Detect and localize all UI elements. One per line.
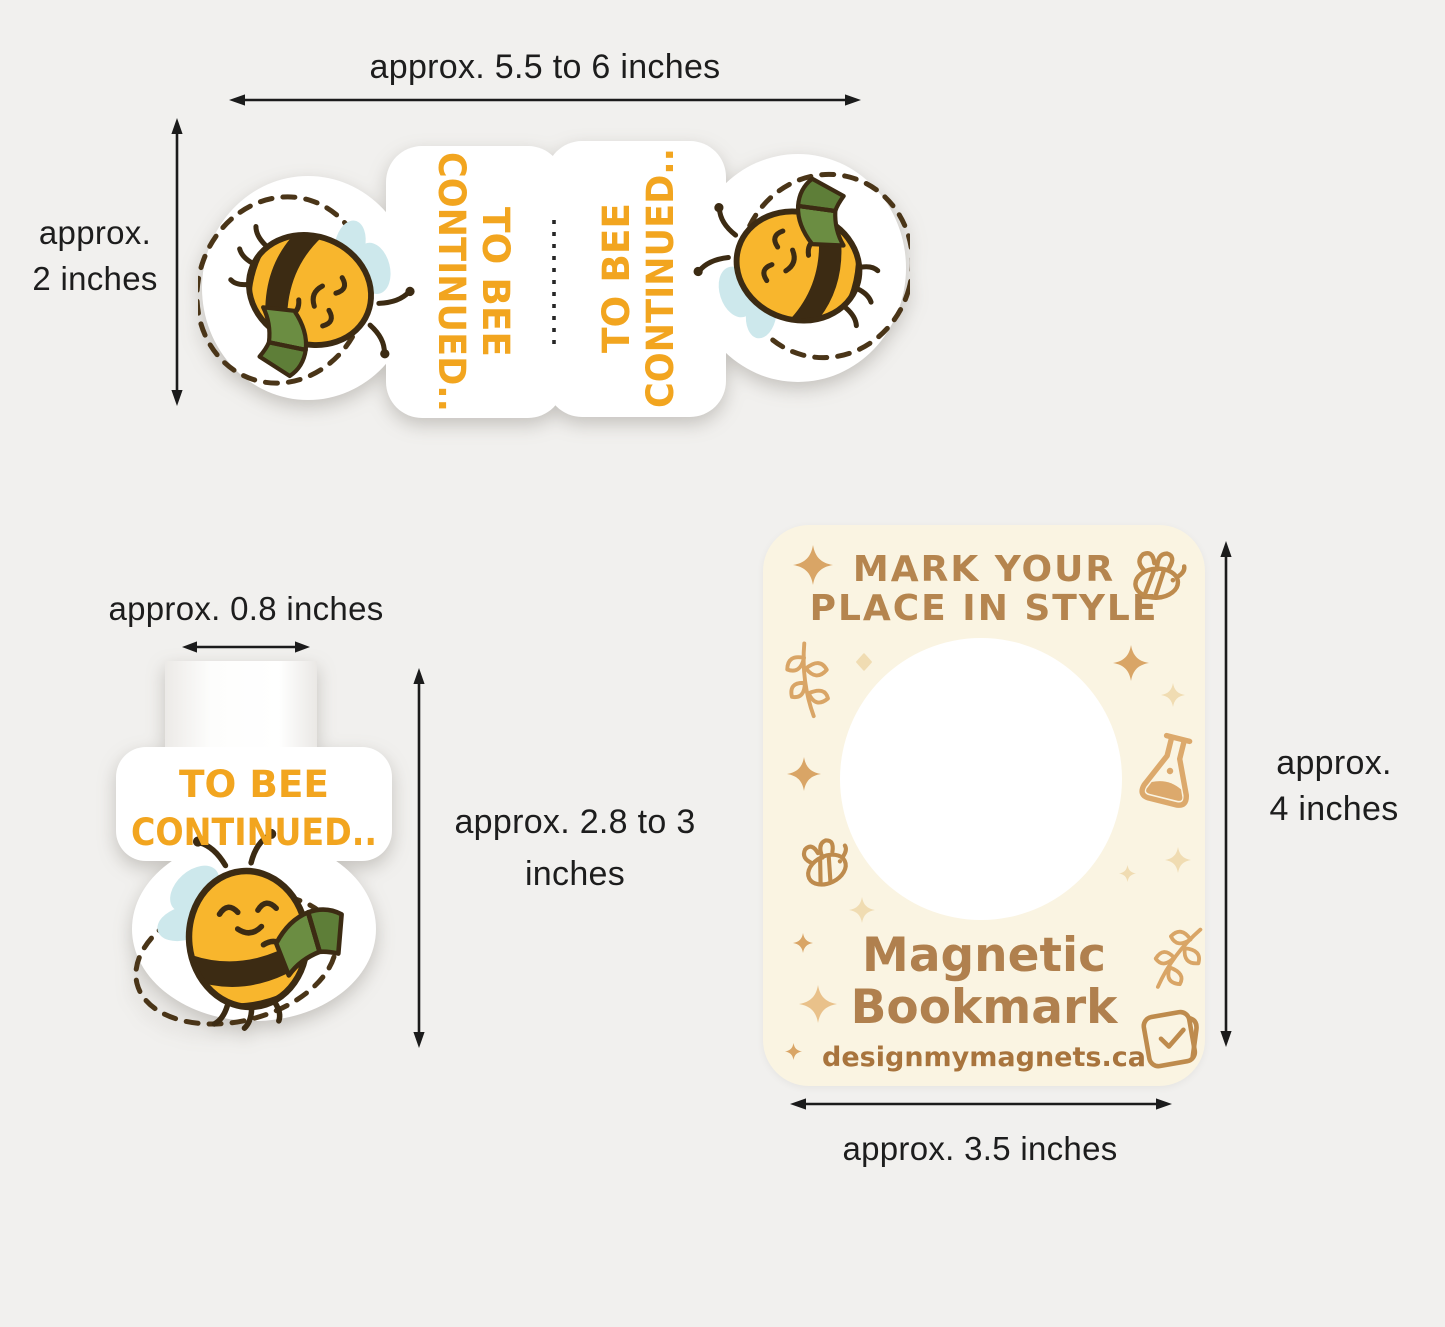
bee-doodle-icon [786,831,860,897]
unfolded-height-label-line2: 2 inches [32,260,158,297]
sparkle-icon [1113,645,1149,681]
card-height-label-line2: 4 inches [1269,790,1399,828]
unfolded-height-arrow [171,118,183,406]
unfolded-bookmark: TO BEE CONTINUED.. TO BEE CONTINUED.. [198,141,910,418]
card-width-arrow [790,1098,1172,1110]
folded-text-line1: TO BEE [179,763,329,806]
unfolded-right-text: TO BEE CONTINUED.. [595,148,682,408]
unfolded-height-label-line1: approx. [38,214,152,251]
unfolded-left-text-line1: TO BEE [474,207,517,357]
unfolded-height-dimension-label: approx. 2 inches [15,210,175,302]
card-heading-line1: MARK YOUR [852,549,1116,590]
sparkle-icon [1165,847,1191,873]
die-cut-circle [840,638,1122,920]
card-product-line1: Magnetic [862,928,1106,983]
packaging-card: MARK YOUR PLACE IN STYLE Magnetic Bookma… [763,525,1218,1086]
card-width-dimension-label: approx. 3.5 inches [842,1130,1118,1167]
unfolded-width-arrow [229,94,861,106]
folded-height-label-line1: approx. 2.8 to 3 [454,803,696,841]
card-height-arrow [1220,541,1232,1047]
folded-height-arrow [413,668,425,1048]
folded-height-dimension-label: approx. 2.8 to 3 inches [424,796,726,900]
unfolded-right-text-line2: CONTINUED.. [639,148,682,408]
unfolded-width-dimension-label: approx. 5.5 to 6 inches [369,48,721,86]
bee-doodle-icon [1116,542,1193,611]
sparkle-icon [1119,865,1136,882]
unfolded-left-text: TO BEE CONTINUED.. [430,152,517,412]
card-height-dimension-label: approx. 4 inches [1234,740,1434,832]
folded-width-arrow [182,641,310,653]
diamond-icon [856,653,872,671]
folded-text-line2: CONTINUED.. [131,811,377,854]
card-height-label-line1: approx. [1276,744,1392,782]
unfolded-left-text-line2: CONTINUED.. [430,152,473,412]
flask-doodle-icon [1126,724,1213,819]
card-heading-line2: PLACE IN STYLE [809,588,1159,629]
sparkle-icon [1161,683,1185,707]
sparkle-icon [849,897,875,923]
card-website: designmymagnets.ca [822,1042,1146,1073]
unfolded-right-text-line1: TO BEE [595,203,638,353]
card-product-line2: Bookmark [850,980,1118,1035]
folded-bookmark: TO BEE CONTINUED.. [116,661,392,1061]
sparkle-icon [793,545,833,585]
leaf-doodle-icon [782,639,834,721]
sparkle-icon [787,757,821,791]
folded-width-dimension-label: approx. 0.8 inches [108,590,384,627]
card-product-name: Magnetic Bookmark [763,930,1205,1034]
folded-height-label-line2: inches [524,855,626,893]
card-heading: MARK YOUR PLACE IN STYLE [763,550,1205,628]
